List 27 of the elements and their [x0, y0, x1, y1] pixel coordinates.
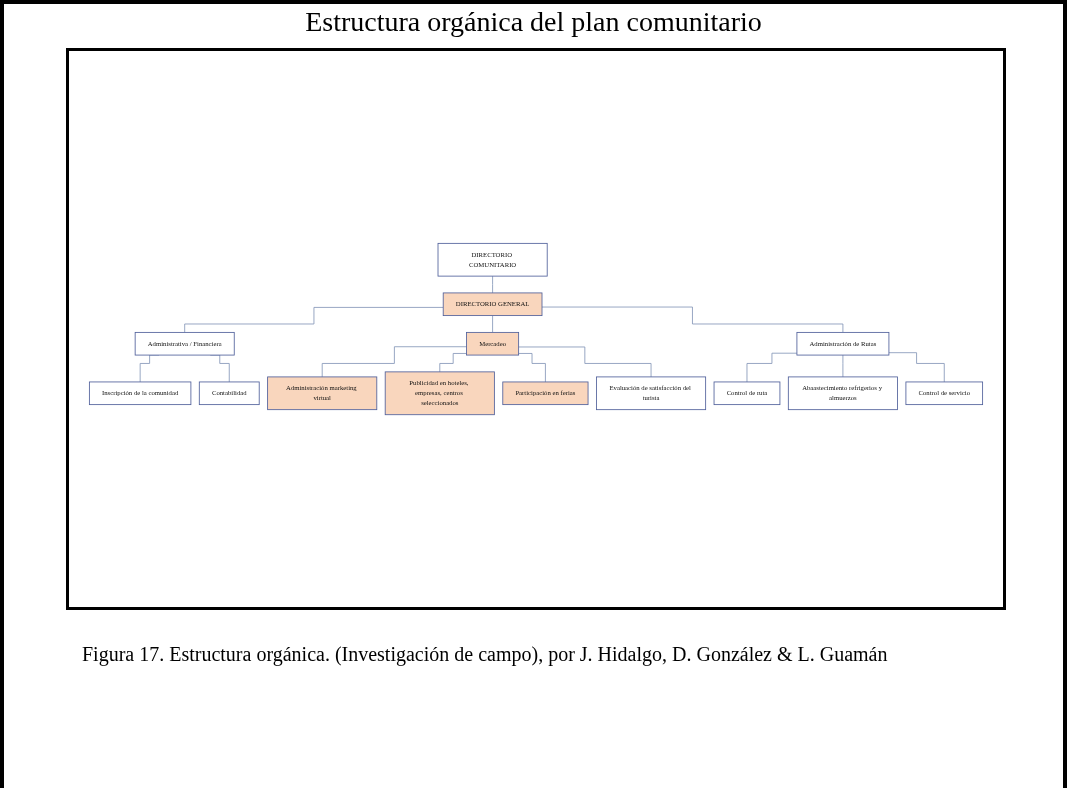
connector [518, 346, 652, 378]
title: Estructura orgánica del plan comunitario [304, 5, 763, 39]
node-box [267, 376, 378, 411]
node-box [442, 292, 543, 316]
node-box [88, 381, 192, 405]
node-box [384, 371, 495, 416]
node-box [905, 381, 984, 405]
connector [842, 354, 844, 378]
connector [492, 275, 494, 294]
node-box [466, 331, 520, 356]
node-box [198, 381, 260, 405]
connector [888, 352, 945, 383]
node-box [437, 242, 548, 277]
connector [492, 315, 494, 333]
connector [439, 353, 467, 373]
node-box [134, 331, 235, 356]
connector [321, 346, 467, 378]
connector [746, 352, 798, 383]
node-box [502, 381, 589, 405]
connector [541, 306, 844, 333]
connector [184, 306, 444, 333]
caption: Figura 17. Estructura orgánica. (Investigación de campo), por J. Hidalgo, D. González & L. Guamán [82, 642, 889, 668]
node-box [596, 376, 707, 411]
connector [518, 353, 546, 383]
node-box [713, 381, 781, 405]
node-box [787, 376, 898, 411]
node-box [796, 331, 890, 356]
